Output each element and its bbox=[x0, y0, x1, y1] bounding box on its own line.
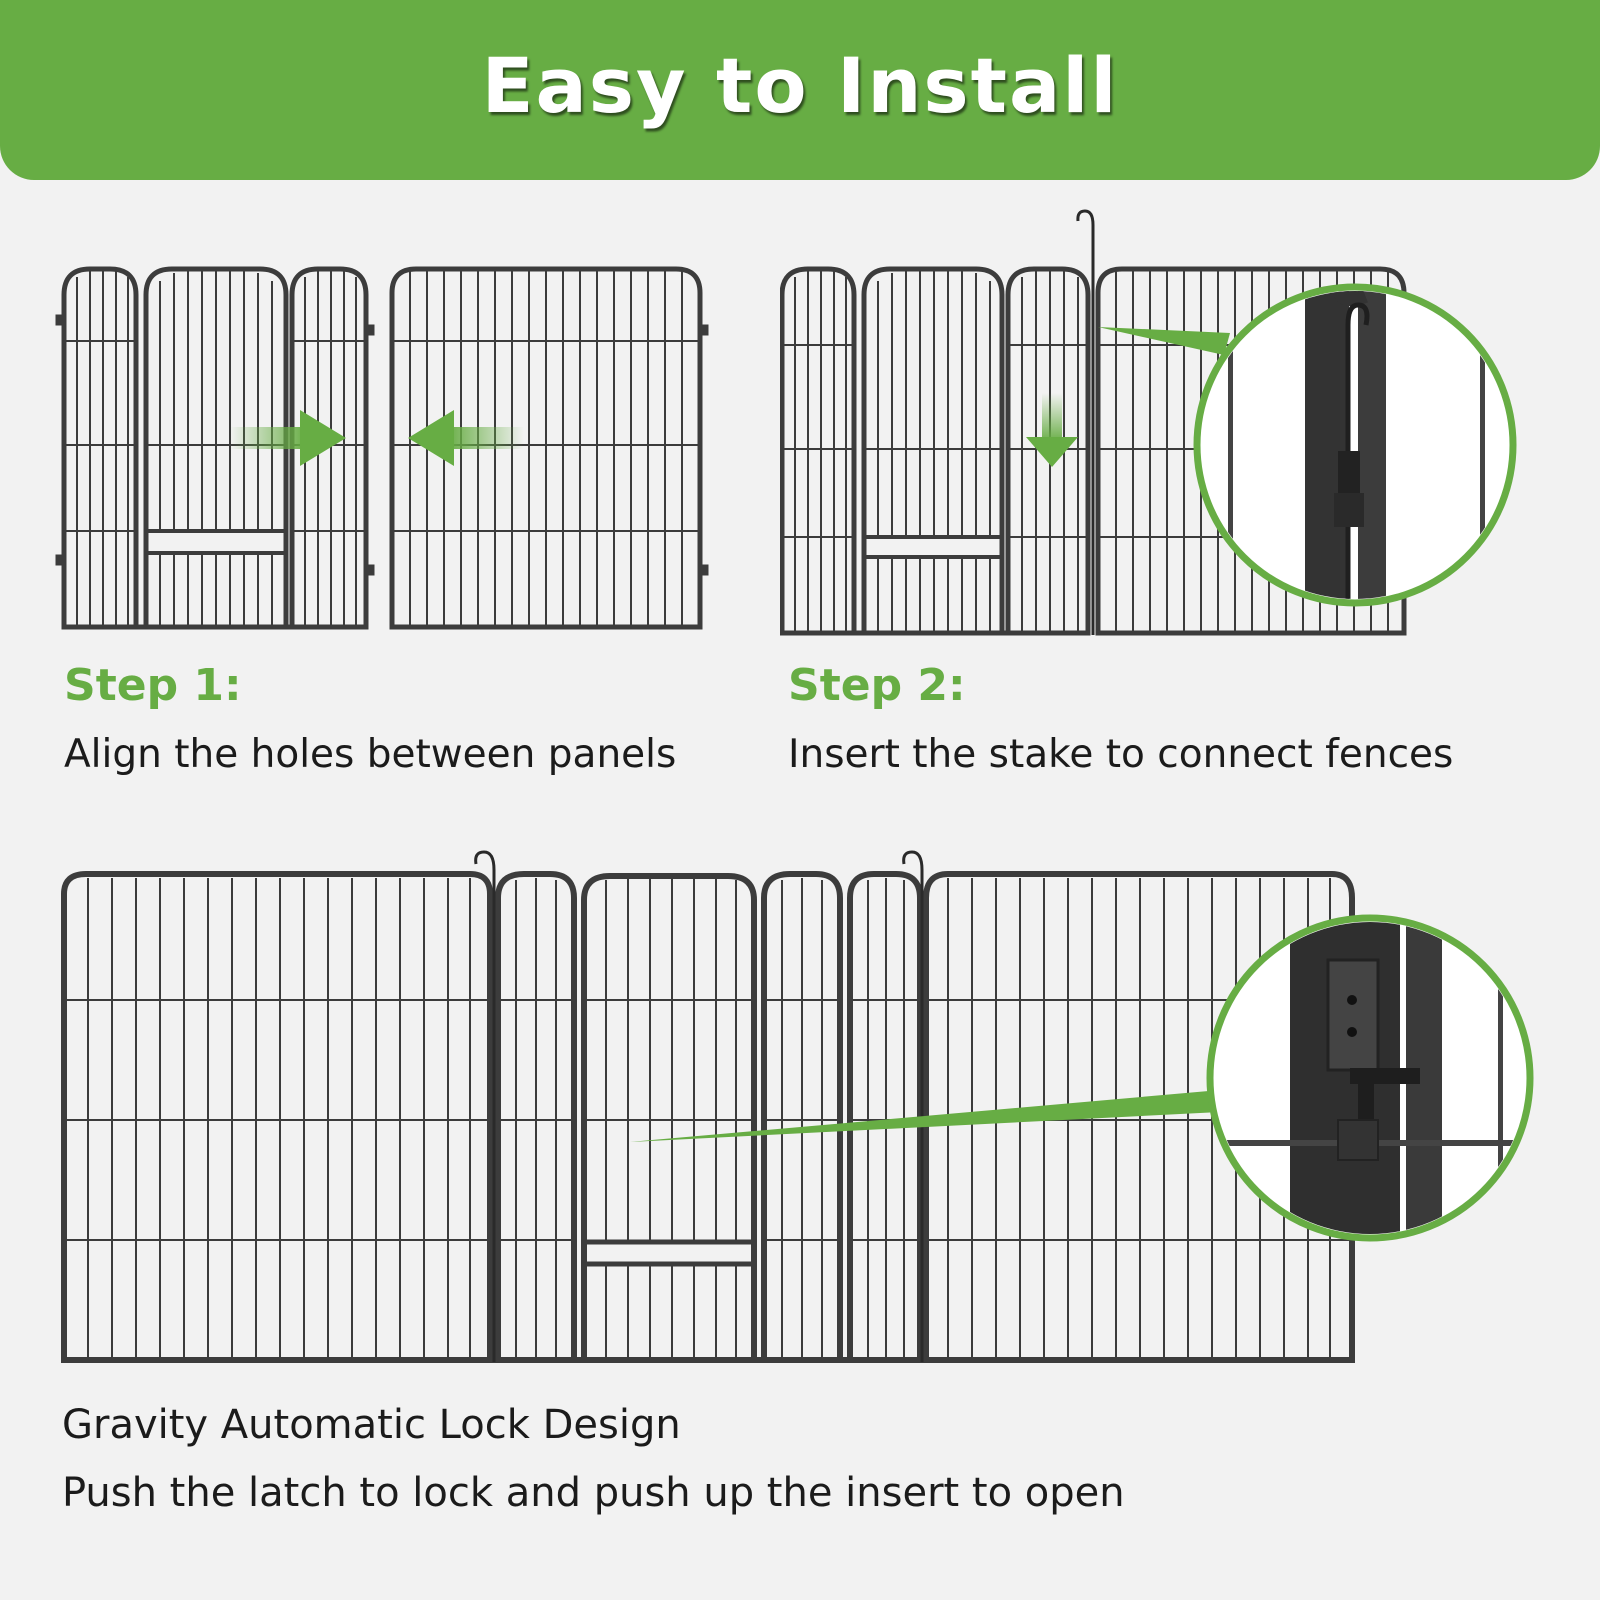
stake-hook-icon bbox=[1076, 209, 1095, 635]
fence-panel-narrow bbox=[495, 871, 577, 1363]
fence-panel-narrow bbox=[61, 266, 139, 630]
step2-illustration bbox=[780, 209, 1517, 636]
lock-illustration bbox=[61, 850, 1534, 1363]
header-banner: Easy to Install bbox=[0, 0, 1600, 180]
step1-description: Align the holes between panels bbox=[64, 732, 677, 777]
stake-hook-icon bbox=[902, 850, 924, 1362]
fence-panel-large bbox=[61, 871, 493, 1363]
stake-hook-icon bbox=[474, 850, 496, 1362]
arrow-down-icon bbox=[1026, 393, 1078, 467]
stake-hook-icon bbox=[1345, 302, 1370, 599]
fence-door-panel bbox=[581, 873, 757, 1363]
fence-panel-narrow bbox=[289, 266, 369, 630]
fence-assembly bbox=[61, 850, 1355, 1363]
step2-title: Step 2: bbox=[788, 660, 966, 711]
arrow-right-icon bbox=[230, 410, 346, 466]
lock-title: Gravity Automatic Lock Design bbox=[62, 1402, 681, 1448]
page-title: Easy to Install bbox=[481, 40, 1119, 130]
gravity-latch-icon bbox=[1326, 958, 1420, 1161]
fence-panel-narrow bbox=[761, 871, 843, 1363]
lock-description: Push the latch to lock and push up the i… bbox=[62, 1470, 1125, 1516]
stake-zoom-circle bbox=[1193, 283, 1517, 607]
step1-title: Step 1: bbox=[64, 660, 242, 711]
fence-door-panel bbox=[143, 266, 289, 630]
arrow-left-icon bbox=[408, 410, 524, 466]
step1-illustration bbox=[55, 266, 709, 630]
fence-panel-large bbox=[923, 871, 1355, 1363]
zoom-callout-pointer bbox=[1098, 327, 1230, 355]
zoom-callout-pointer bbox=[630, 1090, 1220, 1142]
step2-description: Insert the stake to connect fences bbox=[788, 732, 1454, 777]
latch-zoom-circle bbox=[1206, 914, 1534, 1242]
